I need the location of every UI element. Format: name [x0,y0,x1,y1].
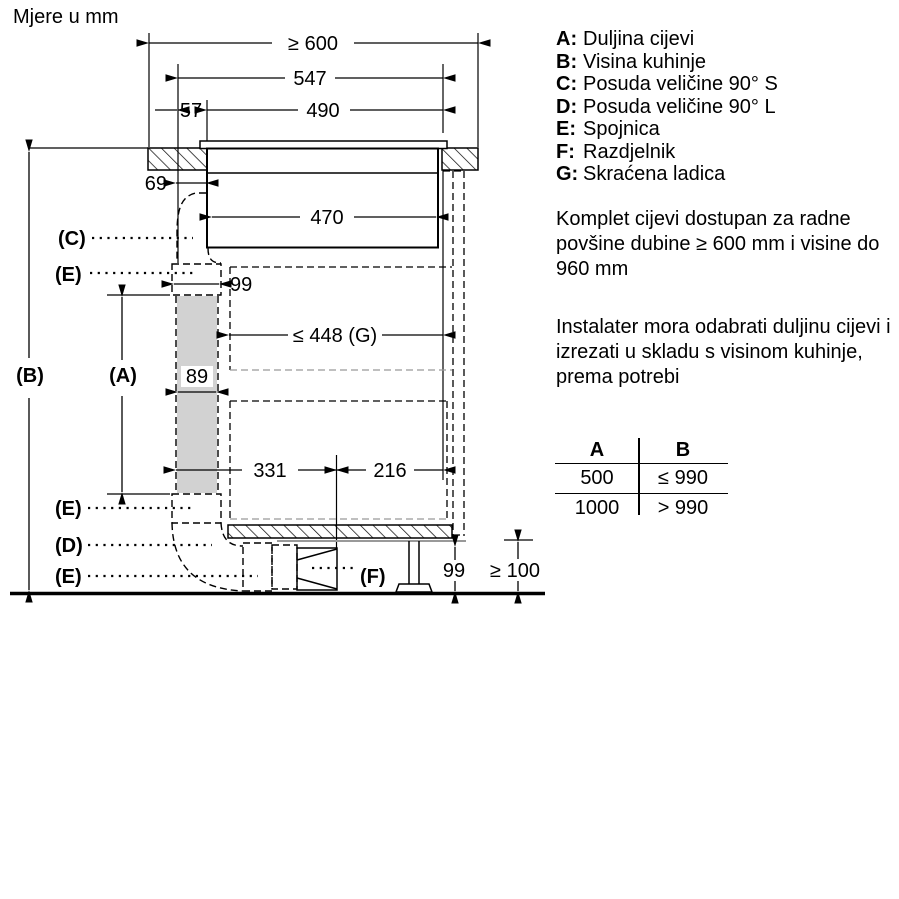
dim-490: 490 [306,100,339,122]
dim-99-connector: 99 [230,274,252,296]
table-row: 500 ≤ 990 [555,464,728,494]
dim-99-plinth: 99 [443,560,465,582]
label-f: (F) [360,566,386,588]
label-e-mid: (E) [55,498,82,520]
legend-item-g: G:Skraćena ladica [556,163,726,185]
legend-item-b: B:Visina kuhinje [556,50,707,73]
dim-floor-clearance: ≥ 100 [490,560,540,582]
connector-e-front [271,544,298,590]
dimension-lines [25,39,522,604]
table-row: 1000 > 990 [574,497,709,519]
diffuser-f [296,547,338,591]
parts-legend: A:Duljina cijevi B:Visina kuhinje C:Posu… [556,28,778,186]
bend-90l-outer [171,522,244,592]
dim-57: 57 [180,100,202,122]
dim-216: 216 [373,460,406,482]
table-header-row: A B [555,437,728,464]
label-e-top: (E) [55,264,82,286]
label-e-bottom: (E) [55,566,82,588]
table-header-b: B [675,438,691,461]
dim-547: 547 [293,68,326,90]
bend-90s-inner [207,247,222,264]
extension-lines [28,33,533,548]
pipe-length-table: A B 500 ≤ 990 1000 > 990 [555,437,728,523]
bend-90s-outer [176,192,206,262]
dim-drawer-max: ≤ 448 (G) [293,325,377,347]
label-d: (D) [55,535,83,557]
dim-89: 89 [186,366,208,388]
hob-body [206,147,439,249]
legend-item-a: A:Duljina cijevi [556,28,695,50]
table-header-a: A [589,438,605,461]
label-b: (B) [16,365,44,387]
leg-foot [394,583,434,593]
dim-worktop-depth: ≥ 600 [288,33,338,55]
installation-diagram: ≥ 600 547 57 490 69 470 99 ≤ 448 (G) 89 … [10,33,545,604]
duct-run-dashed [171,192,298,592]
worktop-left-section [147,147,208,171]
bend-90l-inner [220,522,244,547]
leader-lines [88,236,356,578]
cabinet-dashed [229,170,465,536]
cabinet-base-panel [227,524,453,539]
connector-e-bottom [171,493,222,524]
dim-89-backing [181,366,213,387]
label-c: (C) [58,228,86,250]
legend-item-e: E:Spojnica [556,118,660,140]
hob-glass-top [199,140,448,150]
legend-item-c: C:Posuda veličine 90° S [556,73,778,95]
note-availability: Komplet cijevi dostupan za radne povšine… [556,208,880,280]
dim-331: 331 [253,460,286,482]
bend-90l-outlet [242,542,273,592]
legend-item-d: D:Posuda veličine 90° L [556,95,776,118]
units-note: Mjere u mm [13,6,119,28]
note-installer: Instalater mora odabrati duljinu cijevi … [556,316,891,388]
dim-470: 470 [310,207,343,229]
legend-item-f: F:Razdjelnik [556,140,676,163]
worktop-and-hob [147,140,479,249]
table-column-divider [638,438,640,515]
label-a: (A) [109,365,137,387]
vertical-duct-fill [177,296,217,493]
worktop-right-section [441,147,479,171]
dim-69: 69 [145,173,167,195]
connector-e-top [171,263,222,296]
